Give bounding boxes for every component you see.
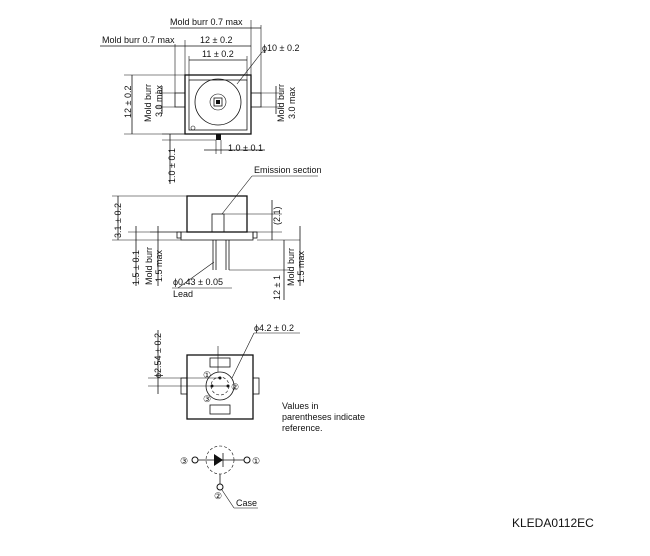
top-view: Mold burr 0.7 max Mold burr 0.7 max 12 ±… [100, 17, 300, 184]
side-body-height-label: 3.1 ± 0.2 [113, 203, 123, 238]
schematic-pin-2-label: ② [214, 491, 222, 501]
side-lead-length-label: 12 ± 1 [272, 275, 282, 300]
bottom-upper-pad [209, 357, 231, 368]
side-lead-diameter-label: ϕ0.43 ± 0.05 [173, 277, 223, 287]
top-view-chip [213, 97, 223, 107]
top-mold-burr-right-label: Mold burr 0.7 max [170, 17, 243, 27]
top-view-inner-ring [209, 93, 227, 111]
top-width-inner-label: 11 ± 0.2 [202, 49, 234, 59]
side-emission-ref-label: (2.1) [272, 206, 282, 225]
schematic: ③ ① ② Case [180, 445, 260, 509]
top-lead-length-label: 1.0 ± 0.1 [167, 148, 177, 183]
bottom-lower-pad [209, 404, 231, 415]
side-view-flange [180, 231, 254, 241]
top-view-right-tab [250, 92, 262, 108]
bottom-pin-2-label: ② [231, 382, 239, 392]
side-view: Emission section 3.1 ± 0.2 1.5 ± 0.1 Mol… [112, 165, 322, 300]
top-lead-offset-label: 1.0 ± 0.1 [228, 143, 263, 153]
top-right-burr-line1: Mold burr [276, 84, 286, 122]
side-left-burr-line1: Mold burr [144, 247, 154, 285]
bottom-view-body [186, 354, 254, 420]
schematic-pin-2 [216, 483, 224, 491]
top-right-burr-line2: 3.0 max [287, 86, 297, 119]
diode-symbol-icon [214, 454, 223, 466]
top-width-outer-label: 12 ± 0.2 [200, 35, 232, 45]
top-window-diameter-label: ϕ10 ± 0.2 [262, 43, 300, 53]
side-lead-label: Lead [173, 289, 193, 299]
top-height-label: 12 ± 0.2 [123, 86, 133, 118]
bottom-pin-3-label: ③ [203, 394, 211, 404]
bottom-right-tab [252, 377, 260, 395]
top-mold-burr-left-label: Mold burr 0.7 max [102, 35, 175, 45]
top-view-left-tab [174, 92, 186, 108]
bottom-window-diameter-label: ϕ4.2 ± 0.2 [254, 323, 294, 333]
schematic-case-label: Case [236, 498, 257, 508]
note-line-2: parentheses indicate [282, 412, 365, 422]
figure-code: KLEDA0112EC [512, 516, 594, 530]
top-view-inner-frame [188, 79, 248, 131]
note-line-1: Values in [282, 401, 318, 411]
index-mark-icon [190, 125, 196, 131]
top-left-burr-line1: Mold burr [143, 84, 153, 122]
top-left-burr-line2: 3.0 max [154, 84, 164, 117]
emission-section-label: Emission section [254, 165, 322, 175]
schematic-pin-1-label: ① [252, 456, 260, 466]
side-flange-thickness-label: 1.5 ± 0.1 [131, 250, 141, 285]
side-left-burr-line2: 1.5 max [154, 249, 164, 282]
reference-note: Values in parentheses indicate reference… [282, 401, 365, 433]
note-line-3: reference. [282, 423, 323, 433]
schematic-pin-3-label: ③ [180, 456, 188, 466]
bottom-view: ① ② ③ ϕ2.54 ± 0.2 ϕ4.2 ± 0.2 [148, 323, 300, 420]
bottom-pin-circle-label: ϕ2.54 ± 0.2 [153, 333, 163, 378]
top-view-lead [216, 134, 221, 140]
schematic-pin-1 [243, 456, 251, 464]
schematic-pin-3 [191, 456, 199, 464]
bottom-pin-1-label: ① [203, 370, 211, 380]
side-right-burr-line2: 1.5 max [296, 250, 306, 283]
side-right-burr-line1: Mold burr [286, 248, 296, 286]
top-view-window [194, 78, 242, 126]
emission-section [211, 213, 225, 233]
